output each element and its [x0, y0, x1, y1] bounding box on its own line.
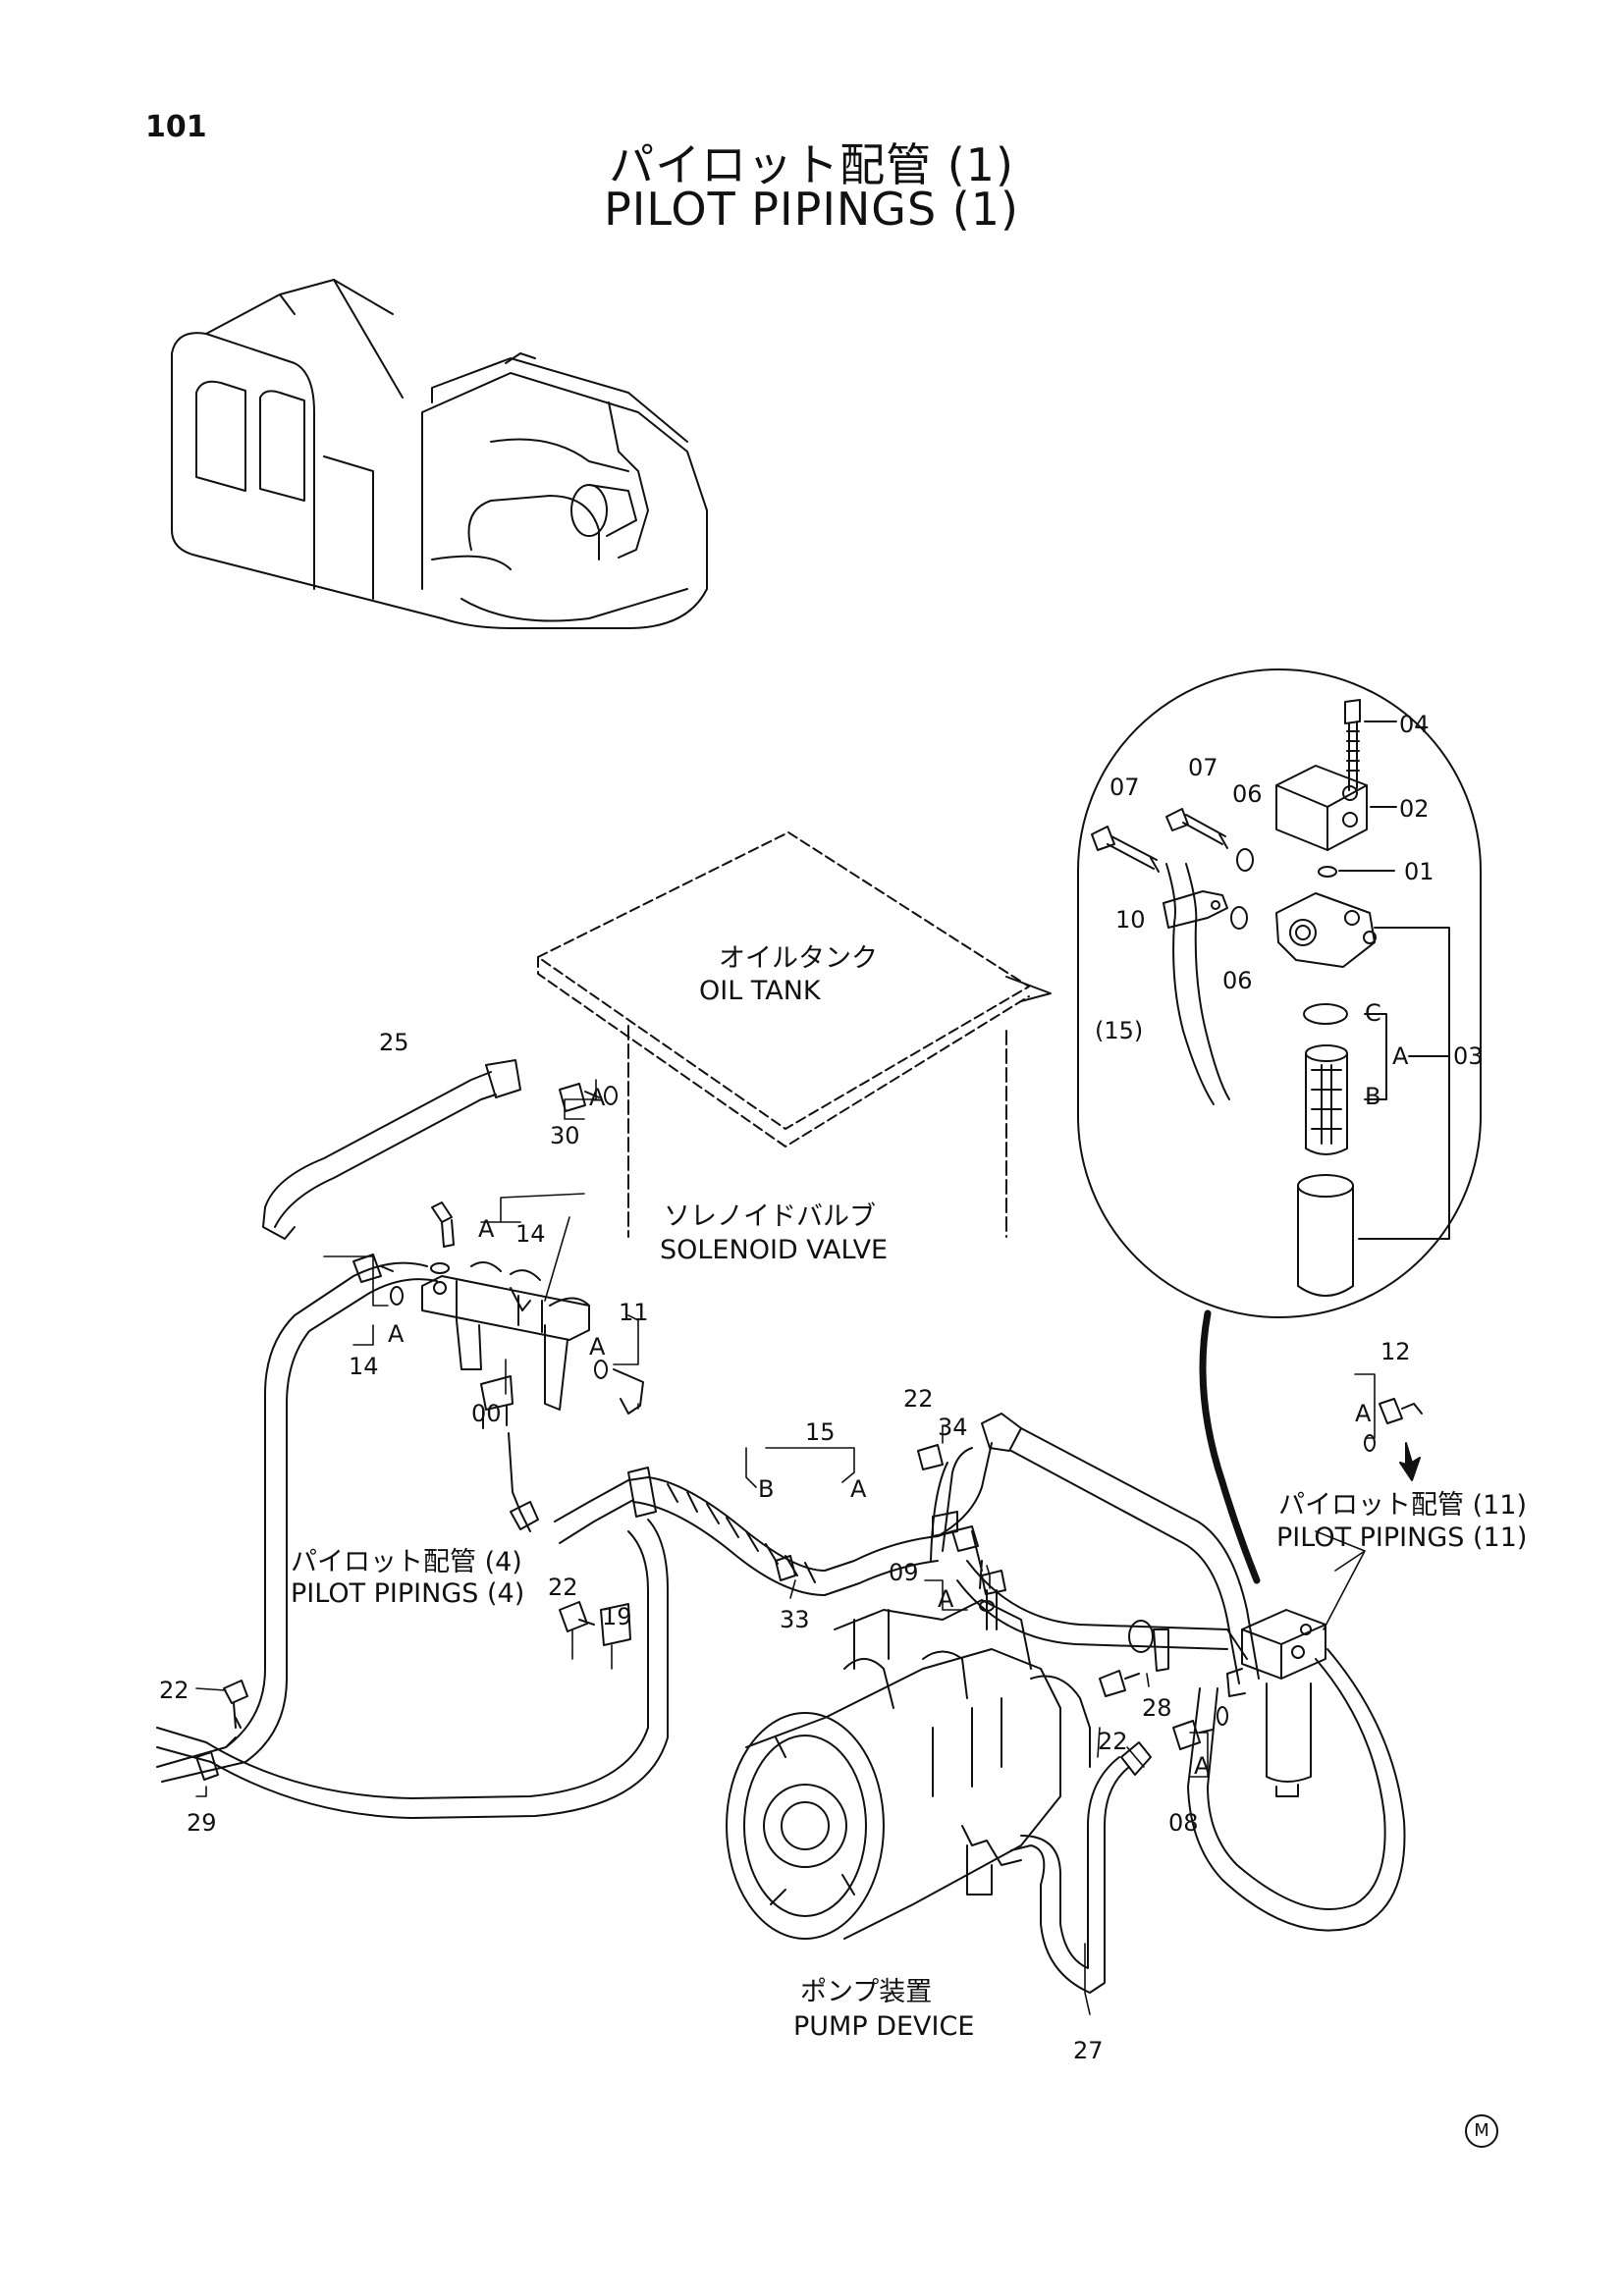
part-29: 29 — [187, 1809, 217, 1837]
page-title-japanese: パイロット配管 (1) — [609, 138, 1014, 191]
solenoid-fittings — [352, 1083, 644, 1415]
letter-c-oring: C — [1365, 999, 1381, 1027]
part-33: 33 — [780, 1606, 810, 1633]
label-pilot11-en: PILOT PIPINGS (11) — [1276, 1522, 1527, 1553]
letter-a-30: A — [589, 1084, 606, 1111]
label-oil-tank-jp: オイルタンク — [719, 943, 878, 974]
letter-b-15: B — [758, 1475, 774, 1503]
part-19: 19 — [602, 1603, 632, 1630]
part-15-ref: (15) — [1095, 1017, 1143, 1044]
label-solenoid-jp: ソレノイドバルブ — [664, 1201, 876, 1232]
letter-a-14-upper: A — [478, 1215, 495, 1243]
part-22-mid: 22 — [548, 1574, 578, 1601]
part-27: 27 — [1073, 2037, 1104, 2064]
leader-lines — [195, 1079, 1376, 2015]
oil-tank-outline — [537, 831, 1052, 1238]
label-solenoid-en: SOLENOID VALVE — [660, 1235, 888, 1265]
label-pilot4-jp: パイロット配管 (4) — [291, 1547, 522, 1577]
part-02: 02 — [1399, 795, 1430, 823]
part-28: 28 — [1142, 1694, 1172, 1722]
part-08: 08 — [1168, 1809, 1199, 1837]
letter-a-12: A — [1355, 1400, 1372, 1427]
letter-a-09: A — [938, 1585, 954, 1613]
part-15: 15 — [805, 1418, 836, 1446]
letter-a-11: A — [589, 1333, 606, 1361]
fitting-08 — [1172, 1706, 1228, 1750]
pump-device — [726, 1599, 1091, 1940]
label-pilot11-jp: パイロット配管 (11) — [1278, 1490, 1527, 1521]
filter-parts-detail — [1091, 699, 1450, 1297]
label-pump-jp: ポンプ装置 — [800, 1977, 932, 2007]
part-04: 04 — [1399, 711, 1430, 738]
part-00: 00 — [471, 1400, 502, 1427]
part-06-upper: 06 — [1232, 780, 1263, 808]
pipe-28 — [956, 1560, 1248, 1672]
letter-a-15: A — [850, 1475, 867, 1503]
manufacturer-mark: M — [1465, 2114, 1498, 2148]
part-11: 11 — [619, 1299, 649, 1326]
label-pilot4-en: PILOT PIPINGS (4) — [291, 1578, 524, 1609]
part-22-left: 22 — [159, 1677, 189, 1704]
letter-a-08: A — [1194, 1752, 1211, 1780]
part-25: 25 — [379, 1029, 409, 1056]
label-pump-en: PUMP DEVICE — [793, 2011, 974, 2042]
letter-b-element: B — [1365, 1083, 1380, 1110]
part-14-lower: 14 — [349, 1353, 379, 1380]
letter-a-14-lower: A — [388, 1320, 405, 1348]
filter-detail-ellipse — [1077, 668, 1482, 1584]
page-title-english: PILOT PIPINGS (1) — [604, 183, 1019, 236]
fitting-12 — [1364, 1398, 1423, 1481]
part-number-labels: オイルタンク OIL TANK ソレノイドバルブ SOLENOID VALVE … — [159, 711, 1527, 2064]
pilot-filter-assembly — [1187, 1609, 1406, 1932]
return-pipe-left — [156, 1261, 438, 1783]
part-10: 10 — [1115, 906, 1146, 934]
part-14-upper: 14 — [515, 1220, 546, 1248]
part-34: 34 — [938, 1414, 968, 1441]
part-07-left: 07 — [1109, 774, 1140, 801]
hose-15 — [554, 1467, 953, 1596]
hose-27 — [1010, 1741, 1152, 1994]
part-22-right: 22 — [1098, 1728, 1128, 1755]
hose-25 — [262, 1059, 521, 1240]
part-06-lower: 06 — [1222, 967, 1253, 994]
part-03: 03 — [1453, 1042, 1484, 1070]
part-07-right: 07 — [1188, 754, 1218, 781]
part-22-top: 22 — [903, 1385, 934, 1413]
part-01: 01 — [1404, 858, 1434, 885]
pilot-supply-pipe — [930, 1413, 1260, 1684]
solenoid-drain-pipe — [508, 1432, 539, 1532]
part-30: 30 — [550, 1122, 580, 1149]
label-oil-tank-en: OIL TANK — [699, 976, 822, 1006]
letter-a-03: A — [1392, 1042, 1409, 1070]
solenoid-valve — [421, 1261, 590, 1429]
excavator-overview-illustration — [171, 279, 708, 629]
page-number: 101 — [145, 110, 207, 144]
small-fittings — [223, 1444, 1140, 1729]
part-09: 09 — [889, 1559, 919, 1586]
part-12: 12 — [1380, 1338, 1411, 1365]
pipe-29 — [156, 1519, 669, 1819]
